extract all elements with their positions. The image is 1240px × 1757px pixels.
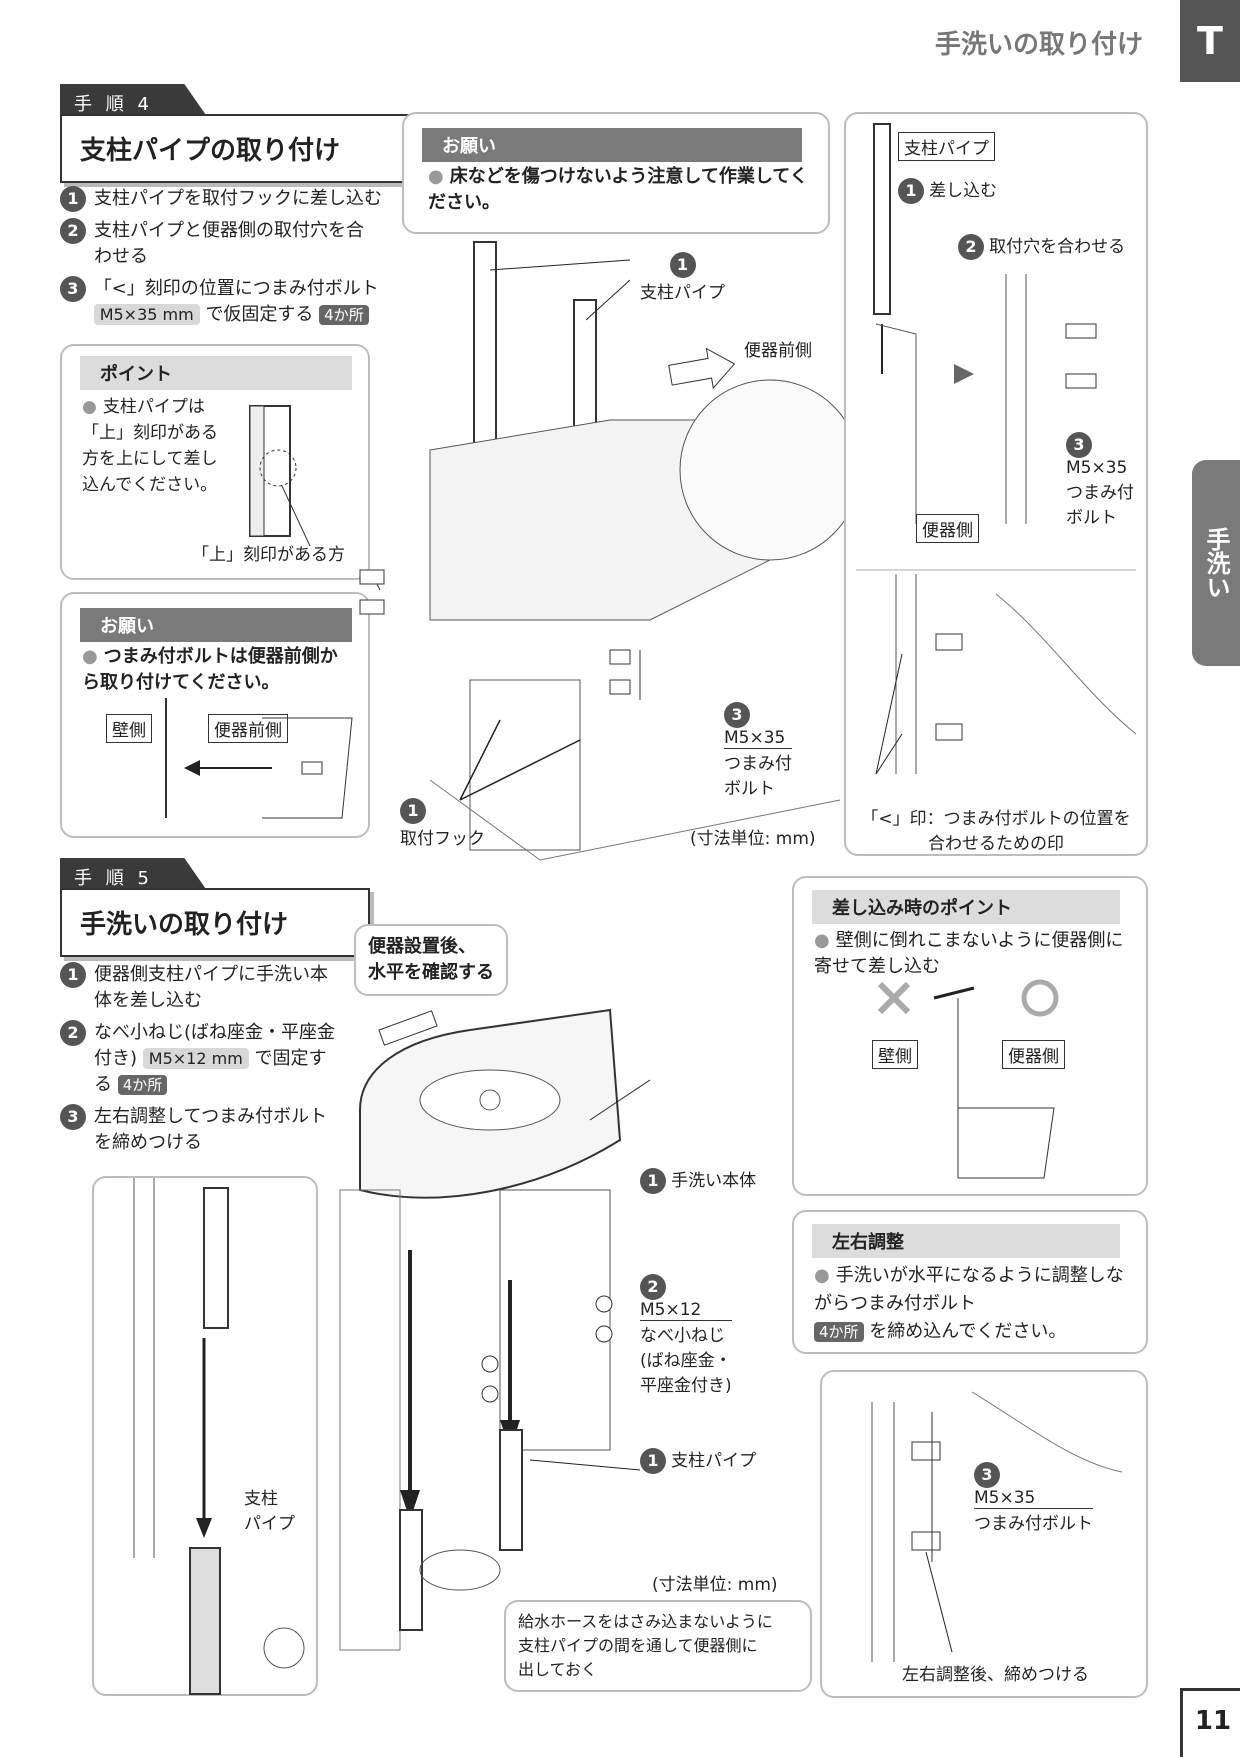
- point-caption: 「上」刻印がある方: [192, 545, 345, 565]
- step4-main-illustration: [359, 241, 861, 861]
- adjust-text: ●手洗いが水平になるように調整しながらつまみ付ボルト 4か所 を締め込んでくださ…: [814, 1265, 1124, 1342]
- request-top-box: お願い ●床などを傷つけないよう注意して作業してください。: [402, 112, 830, 234]
- request-top-text: ●床などを傷つけないよう注意して作業してください。: [428, 166, 808, 213]
- insert-point-text: ●壁側に倒れこまないように便器側に寄せて差し込む: [814, 930, 1124, 977]
- detail-align: 2 取付穴を合わせる: [958, 232, 1125, 260]
- request-top-head: お願い: [422, 128, 802, 162]
- adjust-detail-caption: 左右調整後、締めつける: [902, 1665, 1089, 1685]
- point-head: ポイント: [80, 356, 352, 390]
- step5-main-illustration: [339, 1008, 651, 1651]
- adjust-head: 左右調整: [812, 1224, 1120, 1258]
- step4-item-3: 3 「<」刻印の位置につまみ付ボルト M5×35 mm で仮固定する 4か所: [60, 276, 390, 328]
- step-text: 「<」刻印の位置につまみ付ボルト: [93, 278, 379, 299]
- detail-toilet-side-label: 便器側: [916, 514, 979, 543]
- detail-insert: 1 差し込む: [898, 176, 997, 204]
- wall-side-label: 壁側: [106, 714, 152, 743]
- step5-tab: 手 順 5: [60, 858, 208, 892]
- point-box: ポイント ●支柱パイプは「上」刻印がある方を上にして差し込んでください。 「上」…: [60, 344, 370, 580]
- step5-pipe-callout: 1 支柱パイプ: [640, 1446, 756, 1474]
- pipe-detail-label: 支柱 パイプ: [244, 1489, 295, 1534]
- pipe-insert-illustration: [133, 1178, 305, 1695]
- step-text-after: で仮固定する: [205, 304, 314, 325]
- step-number: 1: [60, 186, 86, 212]
- insert-toilet-label: 便器側: [1002, 1040, 1065, 1069]
- step-text: 支柱パイプを取付フックに差し込む: [94, 188, 382, 209]
- step4-tab: 手 順 4: [60, 84, 208, 118]
- step5-item-2: 2 なべ小ねじ(ばね座金・平座金付き) M5×12 mm で固定する 4か所: [60, 1020, 350, 1098]
- step-number: 2: [60, 218, 86, 244]
- screw-size-tag: M5×12 mm: [142, 1048, 249, 1069]
- adjust-detail-illustration: [871, 1391, 1123, 1662]
- detail-insert-illustration: [856, 123, 1136, 571]
- side-tab: 手洗い: [1192, 460, 1240, 666]
- detail-caption: 「<」印：つまみ付ボルトの位置を 合わせるための印: [861, 809, 1131, 854]
- detail-mark-illustration: [875, 574, 1137, 775]
- request-head: お願い: [80, 608, 352, 642]
- step5-item-3: 3 左右調整してつまみ付ボルトを締めつける: [60, 1104, 350, 1156]
- adjust-detail-box: 3 M5×35 つまみ付ボルト 左右調整後、締めつける: [820, 1370, 1148, 1698]
- detail-box: 支柱パイプ 1 差し込む 2 取付穴を合わせる 3 M5×35 つまみ付 ボルト…: [844, 112, 1148, 856]
- bolt-size-tag: M5×35 mm: [93, 304, 200, 325]
- adjust-box: 左右調整 ●手洗いが水平になるように調整しながらつまみ付ボルト 4か所 を締め込…: [792, 1210, 1148, 1354]
- step-number: 3: [60, 276, 86, 302]
- screw-callout: 2 M5×12 なべ小ねじ (ばね座金・ 平座金付き): [640, 1274, 732, 1396]
- adjust-bolt-callout: 3 M5×35 つまみ付ボルト: [974, 1462, 1093, 1534]
- step4-title: 支柱パイプの取り付け: [60, 114, 420, 183]
- step5-item-1: 1 便器側支柱パイプに手洗い本体を差し込む: [60, 962, 350, 1014]
- point-text: ●支柱パイプは「上」刻印がある方を上にして差し込んでください。: [82, 397, 218, 495]
- insert-point-box: 差し込み時のポイント ●壁側に倒れこまないように便器側に寄せて差し込む 壁側 便…: [792, 876, 1148, 1196]
- hook-callout: 1 取付フック: [400, 798, 485, 849]
- toilet-front-label: 便器前側: [208, 714, 288, 743]
- body-callout: 1 手洗い本体: [640, 1166, 756, 1194]
- request-box: お願い ●つまみ付ボルトは便器前側から取り付けてください。 壁側 便器前側: [60, 592, 370, 838]
- pipe-detail-box: 支柱 パイプ: [92, 1176, 318, 1696]
- detail-pipe-label: 支柱パイプ: [898, 132, 995, 161]
- unit-note: (寸法単位: mm): [690, 829, 816, 849]
- hose-note: 給水ホースをはさみ込まないように 支柱パイプの間を通して便器側に 出しておく: [504, 1600, 812, 1692]
- step5-unit-note: (寸法単位: mm): [652, 1575, 778, 1595]
- side-tab-label: 手洗い: [1202, 527, 1230, 599]
- insert-wall-label: 壁側: [872, 1040, 918, 1069]
- step4-item-1: 1 支柱パイプを取付フックに差し込む: [60, 186, 390, 212]
- step-text: 支柱パイプと便器側の取付穴を合わせる: [94, 220, 364, 267]
- bolt-direction-illustration: [165, 698, 353, 819]
- insert-point-head: 差し込み時のポイント: [812, 890, 1120, 924]
- insert-point-illustration: [877, 979, 1059, 1179]
- step5-title: 手洗いの取り付け: [60, 888, 370, 957]
- step5-list: 1 便器側支柱パイプに手洗い本体を差し込む 2 なべ小ねじ(ばね座金・平座金付き…: [60, 962, 350, 1156]
- toilet-front-callout: 便器前側: [744, 341, 812, 361]
- step4-item-2: 2 支柱パイプと便器側の取付穴を合わせる: [60, 218, 390, 270]
- section-title: 手洗いの取り付け: [935, 30, 1144, 60]
- step4-pipe-callout: 1 支柱パイプ: [640, 252, 725, 303]
- count-tag: 4か所: [814, 1322, 864, 1342]
- page-number: 11: [1180, 1688, 1240, 1757]
- bolt-callout: 3 M5×35 つまみ付 ボルト: [724, 702, 792, 799]
- level-check-callout: 便器設置後、 水平を確認する: [354, 924, 508, 996]
- request-text: ●つまみ付ボルトは便器前側から取り付けてください。: [82, 646, 338, 693]
- section-letter-tab: T: [1180, 0, 1240, 82]
- count-tag: 4か所: [117, 1075, 168, 1095]
- pipe-mark-illustration: [249, 405, 311, 547]
- step4-list: 1 支柱パイプを取付フックに差し込む 2 支柱パイプと便器側の取付穴を合わせる …: [60, 186, 390, 328]
- count-tag: 4か所: [319, 305, 369, 325]
- section-letter: T: [1197, 19, 1223, 63]
- detail-bolt-callout: 3 M5×35 つまみ付 ボルト: [1066, 432, 1134, 528]
